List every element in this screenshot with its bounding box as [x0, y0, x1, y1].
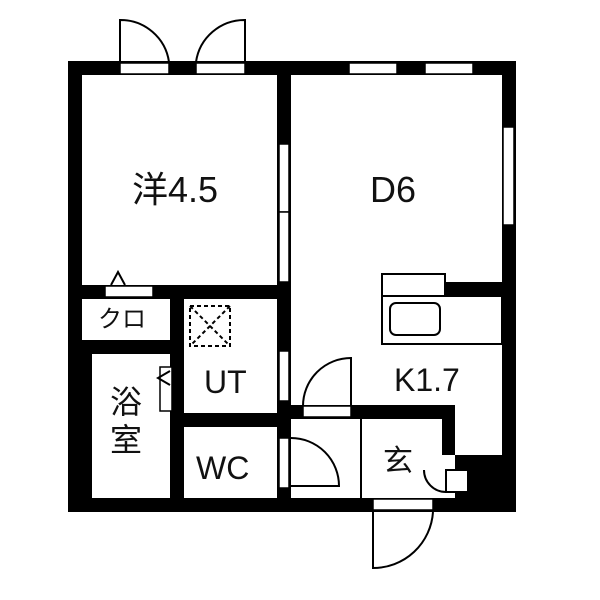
room-label-western: 洋4.5 — [132, 169, 219, 210]
room-fills — [184, 299, 442, 498]
fixtures — [110, 18, 503, 570]
room-label-utility: UT — [204, 364, 247, 400]
room-label-toilet: WC — [196, 450, 250, 486]
room-label-bathroom: 浴室 — [106, 385, 142, 461]
room-label-dining: D6 — [370, 169, 417, 210]
walls — [68, 61, 516, 512]
room-label-entrance: 玄 — [383, 445, 413, 478]
room-label-kitchen: K1.7 — [394, 362, 460, 398]
room-label-closet: クロ — [98, 306, 146, 333]
windows — [104, 62, 515, 511]
